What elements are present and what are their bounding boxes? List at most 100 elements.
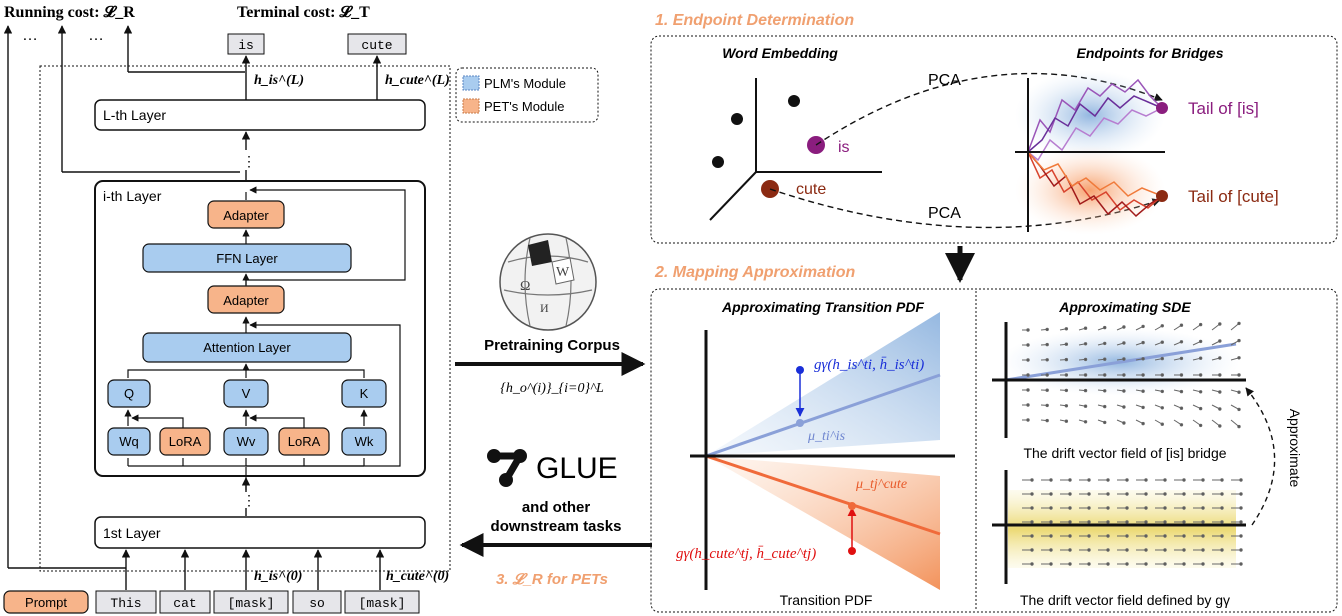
vector-arrow-head bbox=[1237, 321, 1241, 326]
vector-arrow-head bbox=[1237, 424, 1241, 429]
transition-plot bbox=[690, 312, 955, 590]
vector-arrow-head bbox=[1083, 404, 1088, 408]
vector-arrow-head bbox=[1106, 478, 1110, 482]
vector-arrow-head bbox=[1160, 356, 1164, 361]
output-token-is bbox=[227, 33, 265, 55]
first-layer bbox=[94, 516, 426, 549]
vector-arrow-head bbox=[1144, 492, 1148, 496]
token-so-text: so bbox=[309, 596, 325, 611]
vector-arrow-head bbox=[1163, 506, 1167, 510]
vector-arrow-head bbox=[1125, 534, 1129, 538]
output-token-cute-text: cute bbox=[361, 38, 392, 53]
vector-arrow-head bbox=[1220, 492, 1224, 496]
vector-arrow-head bbox=[1179, 356, 1184, 361]
input-tokens: Prompt This cat [mask] so [mask] bbox=[3, 590, 420, 614]
token-this-text: This bbox=[110, 596, 141, 611]
glue-logo-icon bbox=[487, 449, 527, 487]
vector-arrow-head bbox=[1125, 492, 1129, 496]
vector-arrow-head bbox=[1182, 506, 1186, 510]
vector-arrow-head bbox=[1045, 358, 1049, 362]
vector-arrow-head bbox=[1106, 562, 1110, 566]
vector-arrow-head bbox=[1237, 373, 1241, 377]
wq-box bbox=[107, 427, 151, 456]
vector-arrow-head bbox=[1064, 388, 1069, 393]
wq-label: Wq bbox=[119, 434, 139, 449]
wikipedia-globe-icon: Ω W И bbox=[499, 233, 597, 331]
drift-is-caption: The drift vector field of [is] bridge bbox=[1023, 445, 1226, 461]
vector-arrow-head bbox=[1218, 424, 1222, 428]
vector-arrow-head bbox=[1064, 373, 1069, 377]
glue-label: GLUE bbox=[536, 452, 618, 485]
vector-arrow-head bbox=[1141, 405, 1145, 410]
vector-arrow-head bbox=[1182, 478, 1186, 482]
vector-arrow-head bbox=[1144, 506, 1148, 510]
vector-arrow-head bbox=[1068, 534, 1072, 538]
token-mask-1-text: [mask] bbox=[228, 596, 275, 611]
vector-arrow-head bbox=[1163, 478, 1167, 482]
vector-arrow bbox=[1230, 323, 1240, 331]
approximate-label: Approximate bbox=[1287, 409, 1303, 488]
vector-arrow-head bbox=[1087, 562, 1091, 566]
vector-arrow-head bbox=[1064, 357, 1069, 362]
lr-for-pets-label: 3. 𝓛_R for PETs bbox=[496, 571, 608, 588]
vector-arrow-head bbox=[1163, 520, 1167, 524]
vector-arrow-head bbox=[1179, 323, 1184, 327]
embedding-axes bbox=[709, 78, 882, 221]
svg-text:Ω: Ω bbox=[520, 279, 530, 294]
vector-arrow-head bbox=[1106, 534, 1110, 538]
sde-title: Approximating SDE bbox=[1058, 299, 1191, 315]
vector-arrow-head bbox=[1045, 373, 1049, 377]
vector-arrow-head bbox=[1087, 520, 1091, 524]
lora-right-box bbox=[278, 427, 330, 456]
token-mask-2 bbox=[344, 590, 420, 614]
cute-point-label: cute bbox=[796, 181, 826, 198]
vector-arrow-head bbox=[1106, 506, 1110, 510]
vector-arrow-head bbox=[1068, 562, 1072, 566]
vector-arrow-head bbox=[1218, 390, 1222, 394]
h-is-0: h_is^(0) bbox=[254, 569, 302, 584]
svg-text:W: W bbox=[556, 265, 570, 280]
vector-arrow-head bbox=[1122, 357, 1126, 361]
vector-arrow-head bbox=[1106, 548, 1110, 552]
vector-arrow-head bbox=[1237, 407, 1241, 412]
vector-arrow-head bbox=[1064, 404, 1069, 408]
wv-box bbox=[223, 427, 269, 456]
vector-arrow-head bbox=[1122, 341, 1126, 345]
vector-arrow-head bbox=[1220, 534, 1224, 538]
tail-cute-point bbox=[1156, 190, 1168, 202]
vector-arrow-head bbox=[1218, 339, 1222, 343]
vector-arrow-head bbox=[1160, 340, 1164, 344]
vector-arrow-head bbox=[1068, 492, 1072, 496]
legend-plm-swatch bbox=[462, 75, 480, 91]
input-arrows bbox=[121, 549, 385, 590]
is-point-label: is bbox=[838, 139, 850, 156]
vector-arrow-head bbox=[1049, 548, 1053, 552]
vector-arrow-head bbox=[1237, 338, 1241, 343]
vector-arrow-head bbox=[1049, 562, 1053, 566]
v-label: V bbox=[242, 386, 251, 401]
vector-arrow-head bbox=[1201, 492, 1205, 496]
vector-arrow-head bbox=[1179, 340, 1184, 344]
vector-arrow-head bbox=[1141, 373, 1145, 377]
v-box bbox=[223, 379, 269, 408]
panel2-frame bbox=[650, 288, 1338, 613]
vector-arrow-head bbox=[1198, 356, 1203, 360]
vector-arrow-head bbox=[1087, 548, 1091, 552]
vector-arrow-head bbox=[1144, 478, 1148, 482]
terminal-cost-label: Terminal cost: 𝓛_T bbox=[237, 4, 370, 21]
pca-label-top: PCA bbox=[928, 72, 961, 89]
output-token-cute bbox=[347, 33, 407, 55]
vector-arrow-head bbox=[1030, 478, 1034, 482]
vector-arrow-head bbox=[1144, 534, 1148, 538]
vector-arrow-head bbox=[1218, 356, 1222, 360]
vector-arrow-head bbox=[1125, 548, 1129, 552]
vector-arrow-head bbox=[1103, 325, 1107, 330]
vector-arrow-head bbox=[1179, 373, 1184, 377]
tail-cute-label: Tail of [cute] bbox=[1188, 187, 1279, 206]
sde-is-plot bbox=[992, 321, 1246, 438]
vector-arrow-head bbox=[1160, 422, 1164, 426]
mu-is-label: μ_ti^is bbox=[807, 429, 846, 444]
token-mask-2-text: [mask] bbox=[359, 596, 406, 611]
vector-arrow-head bbox=[1026, 358, 1030, 362]
